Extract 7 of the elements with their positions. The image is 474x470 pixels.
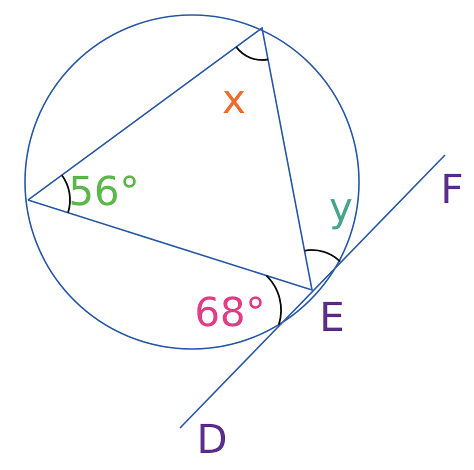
angle-label: x	[222, 80, 246, 120]
angle-label: 68°	[194, 293, 266, 333]
point-label: D	[196, 420, 228, 460]
angle-label: 56°	[68, 172, 140, 212]
point-label: F	[440, 170, 464, 210]
angle-label: y	[329, 188, 353, 228]
point-label: E	[319, 298, 345, 338]
